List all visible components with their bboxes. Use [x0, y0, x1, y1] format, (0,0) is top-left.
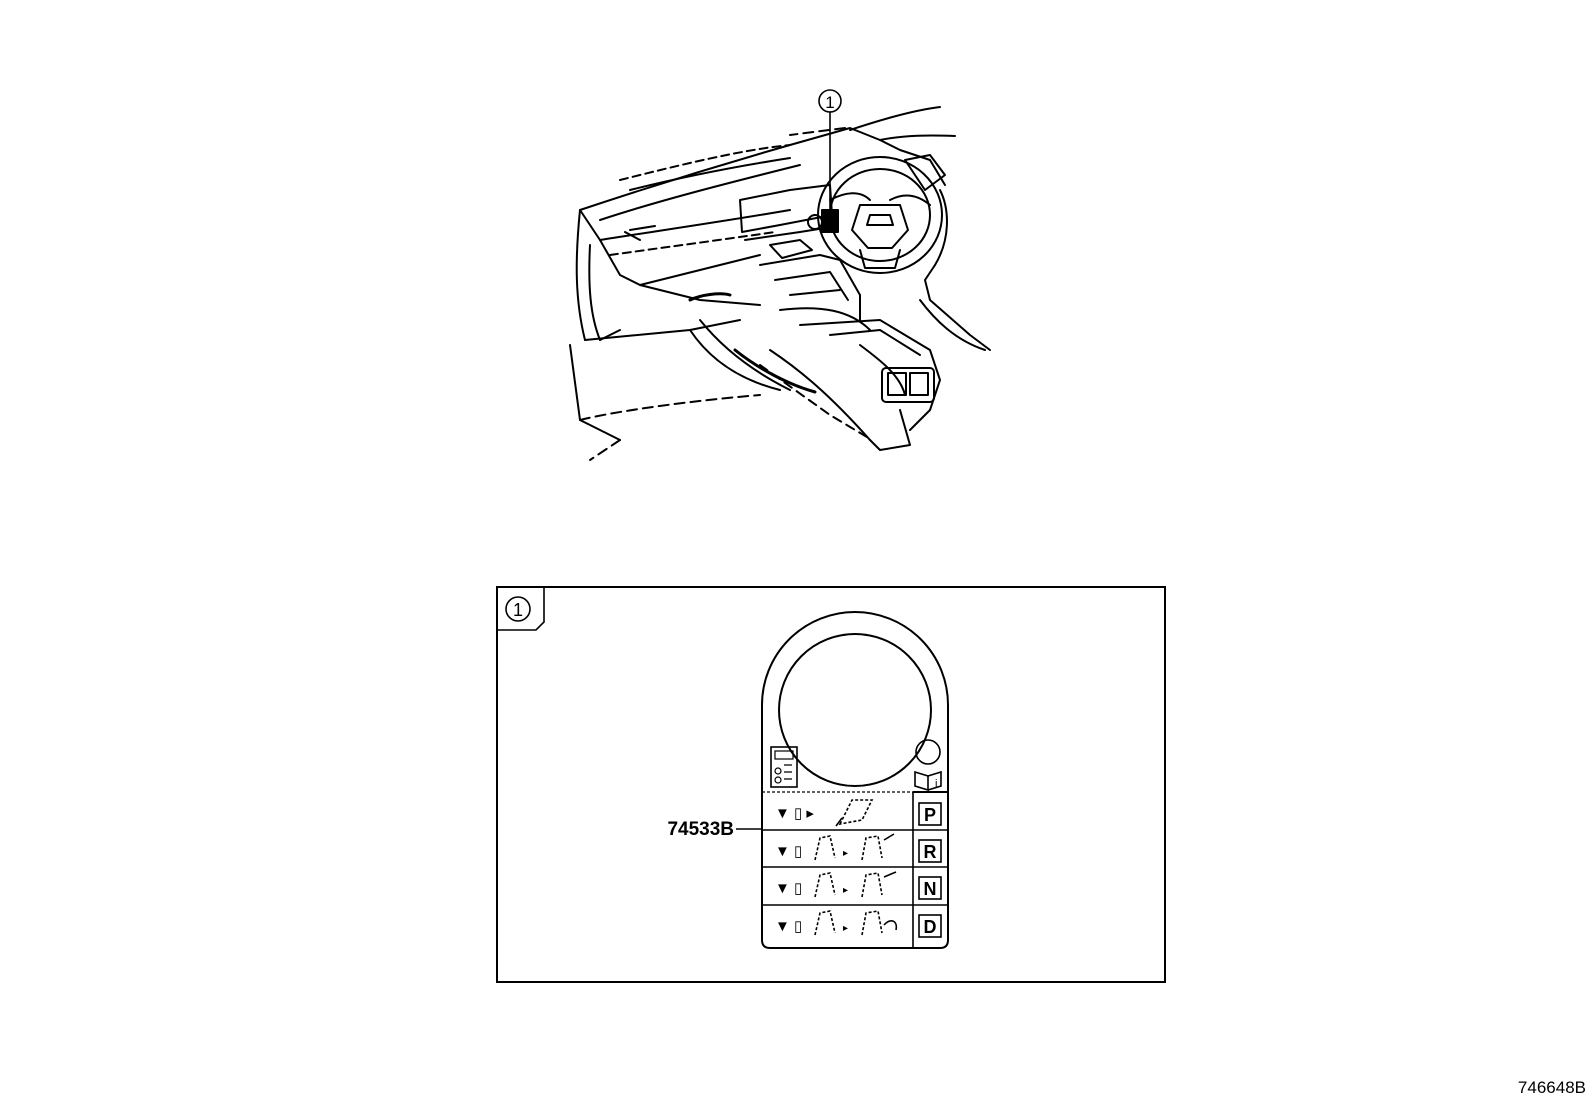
switch-location-marker — [821, 209, 839, 233]
manual-icon: i — [914, 770, 942, 792]
label-small-circle — [915, 739, 941, 765]
gear-box-P — [918, 802, 942, 826]
gear-box-R — [918, 839, 942, 863]
detail-marker-circle — [505, 596, 531, 622]
gear-letter-R: R — [924, 842, 937, 862]
svg-text:▼ ▯: ▼ ▯ — [775, 843, 802, 860]
svg-text:▼ ▯ ▸: ▼ ▯ ▸ — [775, 805, 814, 822]
detail-marker-number: 1 — [513, 600, 523, 620]
label-hole — [778, 633, 932, 787]
gear-box-D — [918, 914, 942, 938]
detail-view-1: 1 i — [496, 586, 1166, 983]
svg-text:i: i — [935, 778, 937, 790]
svg-text:▼ ▯: ▼ ▯ — [775, 918, 802, 935]
detail-frame — [496, 586, 1166, 983]
row-R-pictogram: ▼ ▯ ▸ — [775, 833, 895, 861]
row-P-pictogram: ▼ ▯ ▸ — [775, 799, 874, 827]
caution-label-74533B: i ▼ ▯ ▸ ▼ ▯ ▸ ▼ ▯ — [761, 611, 949, 949]
svg-text:▼ ▯: ▼ ▯ — [775, 880, 802, 897]
gear-letter-P: P — [924, 805, 936, 825]
figure-id: 746648B — [1518, 1078, 1586, 1097]
mode-icon-box — [770, 746, 798, 788]
label-outline — [761, 611, 949, 949]
part-number-label: 74533B — [667, 819, 734, 840]
svg-text:▸: ▸ — [843, 848, 848, 859]
gear-letter-D: D — [924, 917, 937, 937]
vehicle-interior-illustration: 1 — [569, 89, 991, 461]
row-D-pictogram: ▼ ▯ ▸ — [775, 910, 898, 936]
svg-text:▸: ▸ — [843, 923, 848, 934]
detail-tab — [497, 586, 545, 631]
gear-box-N — [918, 876, 942, 900]
callout-1-number: 1 — [825, 93, 834, 112]
gear-letter-N: N — [924, 879, 937, 899]
row-N-pictogram: ▼ ▯ ▸ — [775, 871, 897, 898]
svg-text:▸: ▸ — [843, 885, 848, 896]
